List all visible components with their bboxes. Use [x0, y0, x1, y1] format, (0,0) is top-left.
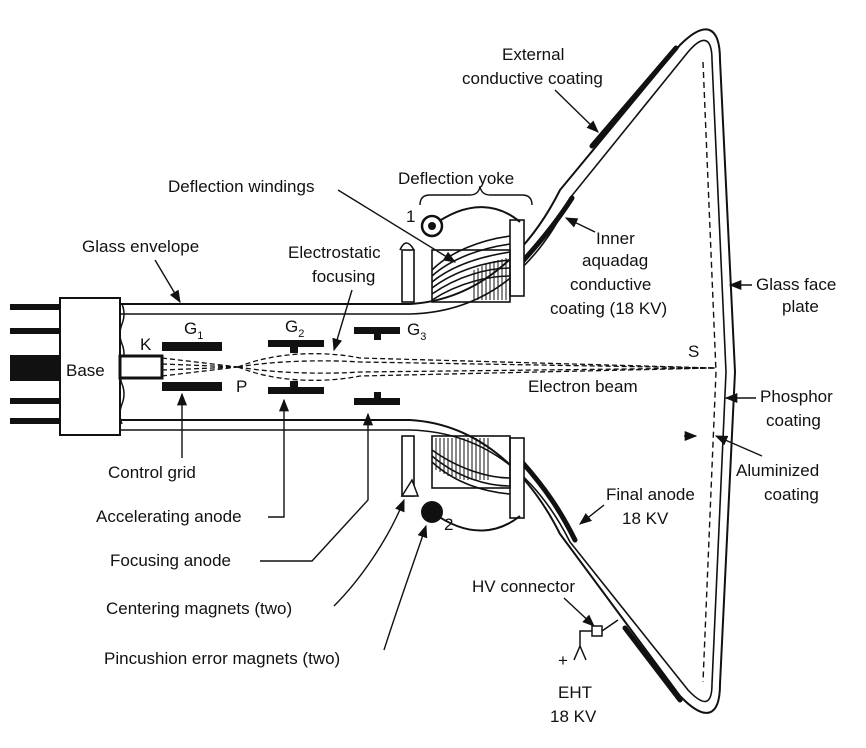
electron-beam	[161, 353, 716, 381]
glass-envelope	[120, 28, 737, 714]
magnet-2-label: 2	[444, 515, 453, 534]
inner-arrow	[564, 217, 596, 233]
centering-magnets-label: Centering magnets (two)	[106, 599, 292, 618]
deflection-yoke-bottom	[401, 435, 525, 519]
final-anode-label-line1: Final anode	[606, 485, 695, 504]
hv-connector-wire	[573, 619, 619, 661]
accelerating-anode-arrow	[268, 398, 290, 518]
base-label: Base	[66, 361, 105, 380]
glass-envelope-arrow	[154, 259, 181, 304]
base-pins	[10, 304, 60, 424]
external-coating	[519, 45, 683, 703]
yoke-brace	[419, 186, 533, 206]
aluminized-label-line1: Aluminized	[736, 461, 819, 480]
deflection-windings-label: Deflection windings	[168, 177, 314, 196]
phosphor-dashed-line	[702, 61, 717, 683]
magnet-2	[421, 501, 443, 523]
eht-label-line2: 18 KV	[550, 707, 597, 726]
cathode	[118, 354, 164, 380]
base-block	[59, 297, 121, 436]
glass-face-label-line1: Glass face	[756, 275, 836, 294]
deflection-yoke-bottom-hatching	[435, 438, 489, 480]
plus-label: +	[558, 651, 568, 670]
magnet-1-core	[428, 222, 436, 230]
g2-plates	[268, 340, 324, 394]
deflection-yoke-top-hatching	[473, 258, 507, 300]
electrostatic-arrow	[332, 289, 353, 352]
g3-plates	[354, 327, 400, 405]
deflection-yoke-label: Deflection yoke	[398, 169, 514, 188]
yoke-bottom-lead	[431, 511, 521, 532]
g1-bottom-plate	[162, 382, 222, 391]
focusing-anode-label: Focusing anode	[110, 551, 231, 570]
glass-envelope-label: Glass envelope	[82, 237, 199, 256]
g1-label: G1	[184, 319, 203, 342]
external-label-line2: conductive coating	[462, 69, 603, 88]
yoke-top-lead	[431, 206, 521, 227]
pincushion-arrow	[383, 524, 428, 651]
eht-label-line1: EHT	[558, 683, 592, 702]
accelerating-anode-label: Accelerating anode	[96, 507, 242, 526]
aluminized-arrow	[714, 435, 763, 457]
inner-label-line2: aquadag	[582, 251, 648, 270]
centering-magnet	[400, 478, 420, 497]
deflection-yoke-top	[399, 219, 525, 303]
g1-top-plate	[162, 342, 222, 351]
phosphor-label-line1: Phosphor	[760, 387, 833, 406]
phosphor-label-line2: coating	[766, 411, 821, 430]
centering-magnets-arrow	[333, 498, 405, 607]
electrostatic-label-line1: Electrostatic	[288, 243, 381, 262]
pincushion-label: Pincushion error magnets (two)	[104, 649, 340, 668]
electron-beam-label: Electron beam	[528, 377, 638, 396]
inner-label-line4: coating (18 KV)	[550, 299, 667, 318]
inner-label-line1: Inner	[596, 229, 635, 248]
external-arrow	[554, 89, 599, 133]
glass-face-label-line2: plate	[782, 297, 819, 316]
inner-label-line3: conductive	[570, 275, 651, 294]
external-label-line1: External	[502, 45, 564, 64]
magnet-1-label: 1	[406, 207, 415, 226]
final-anode-label-line2: 18 KV	[622, 509, 669, 528]
s-label: S	[688, 342, 699, 361]
g3-label: G3	[407, 320, 426, 343]
deflection-windings-arrow	[337, 189, 457, 263]
control-grid-label: Control grid	[108, 463, 196, 482]
aluminized-label-line2: coating	[764, 485, 819, 504]
hv-connector-arrow	[563, 597, 595, 627]
focusing-anode-arrow	[260, 412, 374, 562]
hv-connector-label: HV connector	[472, 577, 575, 596]
electrostatic-label-line2: focusing	[312, 267, 375, 286]
hv-connector-box	[591, 625, 603, 637]
k-label: K	[140, 335, 152, 354]
g2-label: G2	[285, 317, 304, 340]
final-anode-arrow	[579, 504, 605, 525]
p-label: P	[236, 377, 247, 396]
